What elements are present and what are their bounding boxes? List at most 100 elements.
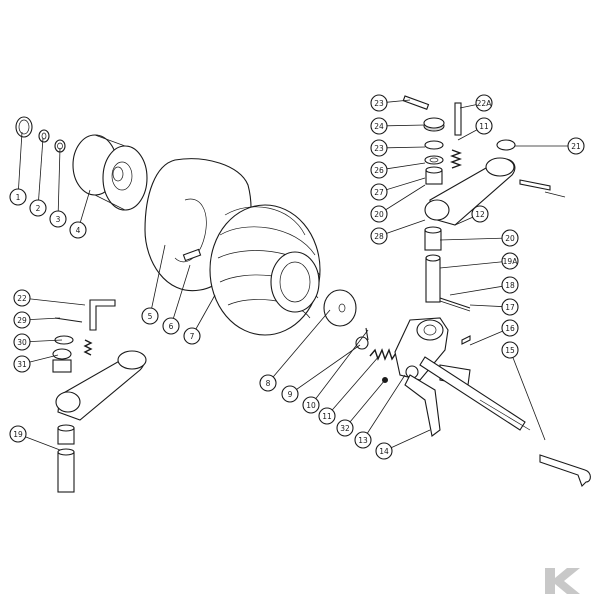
callout-c18: 18 — [501, 276, 519, 294]
callout-circle — [69, 221, 87, 239]
callout-c20a: 20 — [370, 205, 388, 223]
callout-number: 28 — [374, 232, 384, 241]
spindle-spring — [369, 348, 397, 361]
callout-circle — [13, 289, 31, 307]
callout-c12: 12 — [471, 205, 489, 223]
callout-number: 14 — [379, 447, 389, 456]
leader-line-c19a — [439, 260, 511, 269]
callout-number: 30 — [17, 338, 27, 347]
callout-number: 11 — [322, 412, 332, 421]
callout-circle — [13, 355, 31, 373]
callout-c32: 32 — [336, 419, 354, 437]
hub-nut — [38, 129, 50, 143]
callout-circle — [567, 137, 585, 155]
leader-line-c18 — [449, 284, 511, 296]
callout-number: 24 — [374, 122, 384, 131]
pin-17-upper — [544, 191, 566, 198]
spring-pin-16 — [461, 335, 471, 345]
steering-knuckle — [394, 317, 449, 381]
leader-line-c2 — [37, 137, 44, 209]
callout-number: 22 — [17, 294, 27, 303]
callout-c22a: 22A — [475, 94, 493, 112]
callout-c13: 13 — [354, 431, 372, 449]
callout-circle — [281, 385, 299, 403]
callout-c21: 21 — [567, 137, 585, 155]
callout-number: 17 — [505, 303, 515, 312]
callout-circle — [259, 374, 277, 392]
swivel-arm-lower — [55, 350, 147, 421]
callout-circle — [9, 425, 27, 443]
callout-c16: 16 — [501, 319, 519, 337]
callout-c19a: 19A — [501, 252, 519, 270]
callout-number: 3 — [56, 215, 61, 224]
callout-number: 20 — [374, 210, 384, 219]
callout-labels: 1234567891011121314151617181919A20202122… — [9, 94, 585, 460]
brand-logo — [545, 568, 580, 594]
callout-number: 2 — [36, 204, 41, 213]
callout-circle — [9, 188, 27, 206]
callout-circle — [501, 298, 519, 316]
hub-cap — [15, 116, 33, 138]
callout-c5: 5 — [141, 307, 159, 325]
callout-c29: 29 — [13, 311, 31, 329]
callout-number: 8 — [266, 379, 271, 388]
callout-circle — [370, 183, 388, 201]
callout-c28: 28 — [370, 227, 388, 245]
callout-number: 10 — [306, 401, 316, 410]
callout-circle — [162, 317, 180, 335]
callout-number: 7 — [190, 332, 195, 341]
callout-c26: 26 — [370, 161, 388, 179]
callout-circle — [370, 205, 388, 223]
callout-number: 13 — [358, 436, 368, 445]
callout-c15: 15 — [501, 341, 519, 359]
callout-circle — [370, 161, 388, 179]
callout-c11b: 11 — [475, 117, 493, 135]
leader-line-c6 — [170, 264, 191, 327]
callout-circle — [501, 341, 519, 359]
leader-line-c32 — [344, 379, 386, 429]
callout-circle — [475, 117, 493, 135]
tyre — [209, 204, 321, 336]
callout-c23b: 23 — [370, 139, 388, 157]
king-pin-19 — [57, 448, 75, 493]
callout-circle — [49, 210, 67, 228]
callout-c30: 30 — [13, 333, 31, 351]
roll-pin-17 — [439, 297, 471, 312]
callout-c14: 14 — [375, 442, 393, 460]
callout-number: 5 — [148, 312, 153, 321]
callout-number: 6 — [169, 322, 174, 331]
callout-c9: 9 — [281, 385, 299, 403]
callout-c22: 22 — [13, 289, 31, 307]
o-ring-21 — [496, 139, 516, 151]
callout-c4: 4 — [69, 221, 87, 239]
axle-shaft — [419, 356, 591, 487]
callout-circle — [354, 431, 372, 449]
bearing-cap-24 — [423, 117, 445, 132]
callout-number: 23 — [374, 144, 384, 153]
pin-22a — [454, 102, 462, 136]
swivel-spring-11 — [450, 149, 462, 169]
leader-lines — [17, 99, 576, 452]
leader-line-c1 — [17, 131, 23, 198]
l-pin-22 — [89, 299, 116, 331]
callout-number: 27 — [374, 188, 384, 197]
axle-washer — [323, 289, 357, 327]
callout-circle — [13, 333, 31, 351]
callout-c7: 7 — [183, 327, 201, 345]
callout-number: 1 — [16, 193, 21, 202]
callout-number: 32 — [340, 424, 350, 433]
callout-number: 15 — [505, 346, 515, 355]
seal-25 — [424, 140, 444, 150]
callout-number: 19 — [13, 430, 23, 439]
callout-c2: 2 — [29, 199, 47, 217]
callout-number: 20 — [505, 234, 515, 243]
callout-c10: 10 — [302, 396, 320, 414]
callout-number: 19A — [503, 257, 519, 266]
callout-number: 22A — [477, 99, 493, 108]
pivot-pin-small — [365, 327, 369, 341]
seal-31 — [52, 348, 72, 373]
callout-number: 31 — [17, 360, 27, 369]
callout-c23a: 23 — [370, 94, 388, 112]
callout-circle — [13, 311, 31, 329]
